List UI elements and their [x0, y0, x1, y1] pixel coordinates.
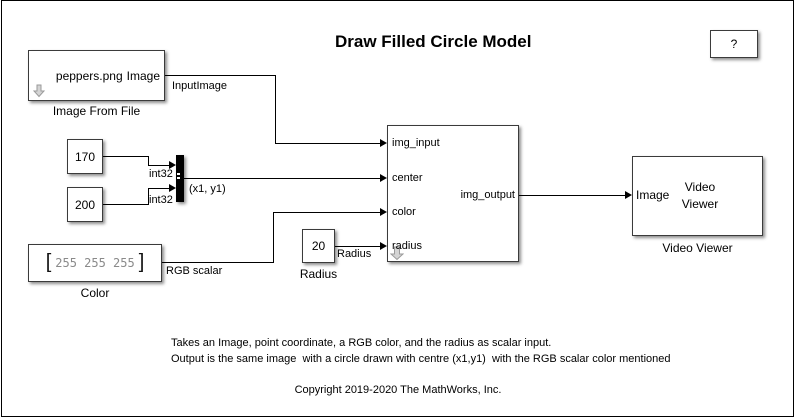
video-viewer-port-image[interactable]: Image	[636, 188, 670, 202]
image-from-file-block[interactable]: peppers.png Image	[28, 50, 165, 101]
image-from-file-filename: peppers.png	[55, 68, 123, 83]
radius-value: 20	[311, 239, 326, 253]
model-title: Draw Filled Circle Model	[335, 32, 532, 51]
wire-const-y[interactable]	[148, 188, 149, 205]
video-viewer-display-line2: Viewer	[681, 197, 719, 211]
wire-center[interactable]	[184, 178, 380, 179]
video-viewer-caption: Video Viewer	[662, 241, 733, 255]
image-from-file-out-port: Image	[126, 68, 160, 83]
video-viewer-display-line1: Video	[684, 180, 716, 194]
subsystem-port-radius[interactable]: radius	[392, 240, 422, 252]
radius-constant-block[interactable]: 20	[302, 229, 335, 263]
help-block-label: ?	[730, 37, 738, 51]
color-open-bracket: [	[45, 251, 52, 273]
annotation-line1: Takes an Image, point coordinate, a RGB …	[171, 337, 552, 349]
wire-input-image[interactable]	[275, 143, 380, 144]
wire-label-int32-top: int32	[149, 168, 173, 180]
mux-port-mark	[177, 173, 180, 175]
constant-x-value: 170	[74, 149, 96, 164]
constant-y-block[interactable]: 200	[67, 187, 103, 222]
mux-block[interactable]	[176, 155, 184, 202]
constant-x-block[interactable]: 170	[67, 139, 103, 174]
wire-color[interactable]	[162, 262, 274, 263]
wire-label-radius: Radius	[337, 248, 372, 260]
subsystem-port-img-input[interactable]: img_input	[392, 137, 440, 149]
wire-img-output[interactable]	[519, 195, 625, 196]
arrowhead	[625, 191, 632, 199]
color-caption: Color	[80, 286, 110, 300]
wire-const-x[interactable]	[148, 165, 169, 166]
subsystem-port-img-output[interactable]: img_output	[460, 189, 515, 201]
wire-label-x1y1: (x1, y1)	[189, 183, 226, 195]
wire-const-x[interactable]	[148, 156, 149, 166]
wire-label-int32-bottom: int32	[149, 194, 173, 206]
color-constant-block[interactable]: [ 255 255 255 ]	[28, 244, 162, 282]
annotation-line2: Output is the same image with a circle d…	[171, 353, 671, 365]
arrowhead	[169, 184, 176, 192]
wire-const-y[interactable]	[103, 204, 148, 205]
copyright-text: Copyright 2019-2020 The MathWorks, Inc.	[294, 384, 502, 396]
arrowhead	[380, 139, 387, 147]
wire-input-image[interactable]	[275, 75, 276, 143]
image-from-file-caption: Image From File	[52, 104, 141, 118]
color-close-bracket: ]	[138, 251, 145, 273]
arrowhead	[380, 174, 387, 182]
arrowhead	[169, 161, 176, 169]
color-values: 255 255 255	[55, 256, 135, 270]
arrowhead	[380, 208, 387, 216]
video-viewer-block[interactable]	[632, 156, 763, 236]
gray-down-arrow-icon	[390, 246, 404, 261]
wire-label-input-image: InputImage	[172, 80, 228, 92]
arrowhead	[380, 242, 387, 250]
wire-color[interactable]	[273, 212, 274, 263]
draw-circle-subsystem-block[interactable]	[387, 125, 519, 262]
video-viewer-display: Video Viewer	[655, 179, 745, 213]
wire-label-rgb-scalar: RGB scalar	[166, 265, 223, 277]
image-from-file-content: peppers.png Image	[29, 51, 164, 100]
subsystem-port-center[interactable]: center	[392, 172, 423, 184]
radius-caption: Radius	[299, 267, 338, 281]
subsystem-port-color[interactable]: color	[392, 206, 416, 218]
constant-y-value: 200	[74, 197, 96, 212]
wire-color[interactable]	[273, 212, 380, 213]
help-block[interactable]: ?	[710, 30, 758, 58]
wire-const-y[interactable]	[148, 188, 169, 189]
gray-down-arrow-icon	[33, 84, 45, 98]
wire-const-x[interactable]	[103, 156, 148, 157]
wire-input-image[interactable]	[165, 75, 275, 76]
wire-radius[interactable]	[335, 246, 380, 247]
mux-port-mark	[177, 177, 180, 179]
